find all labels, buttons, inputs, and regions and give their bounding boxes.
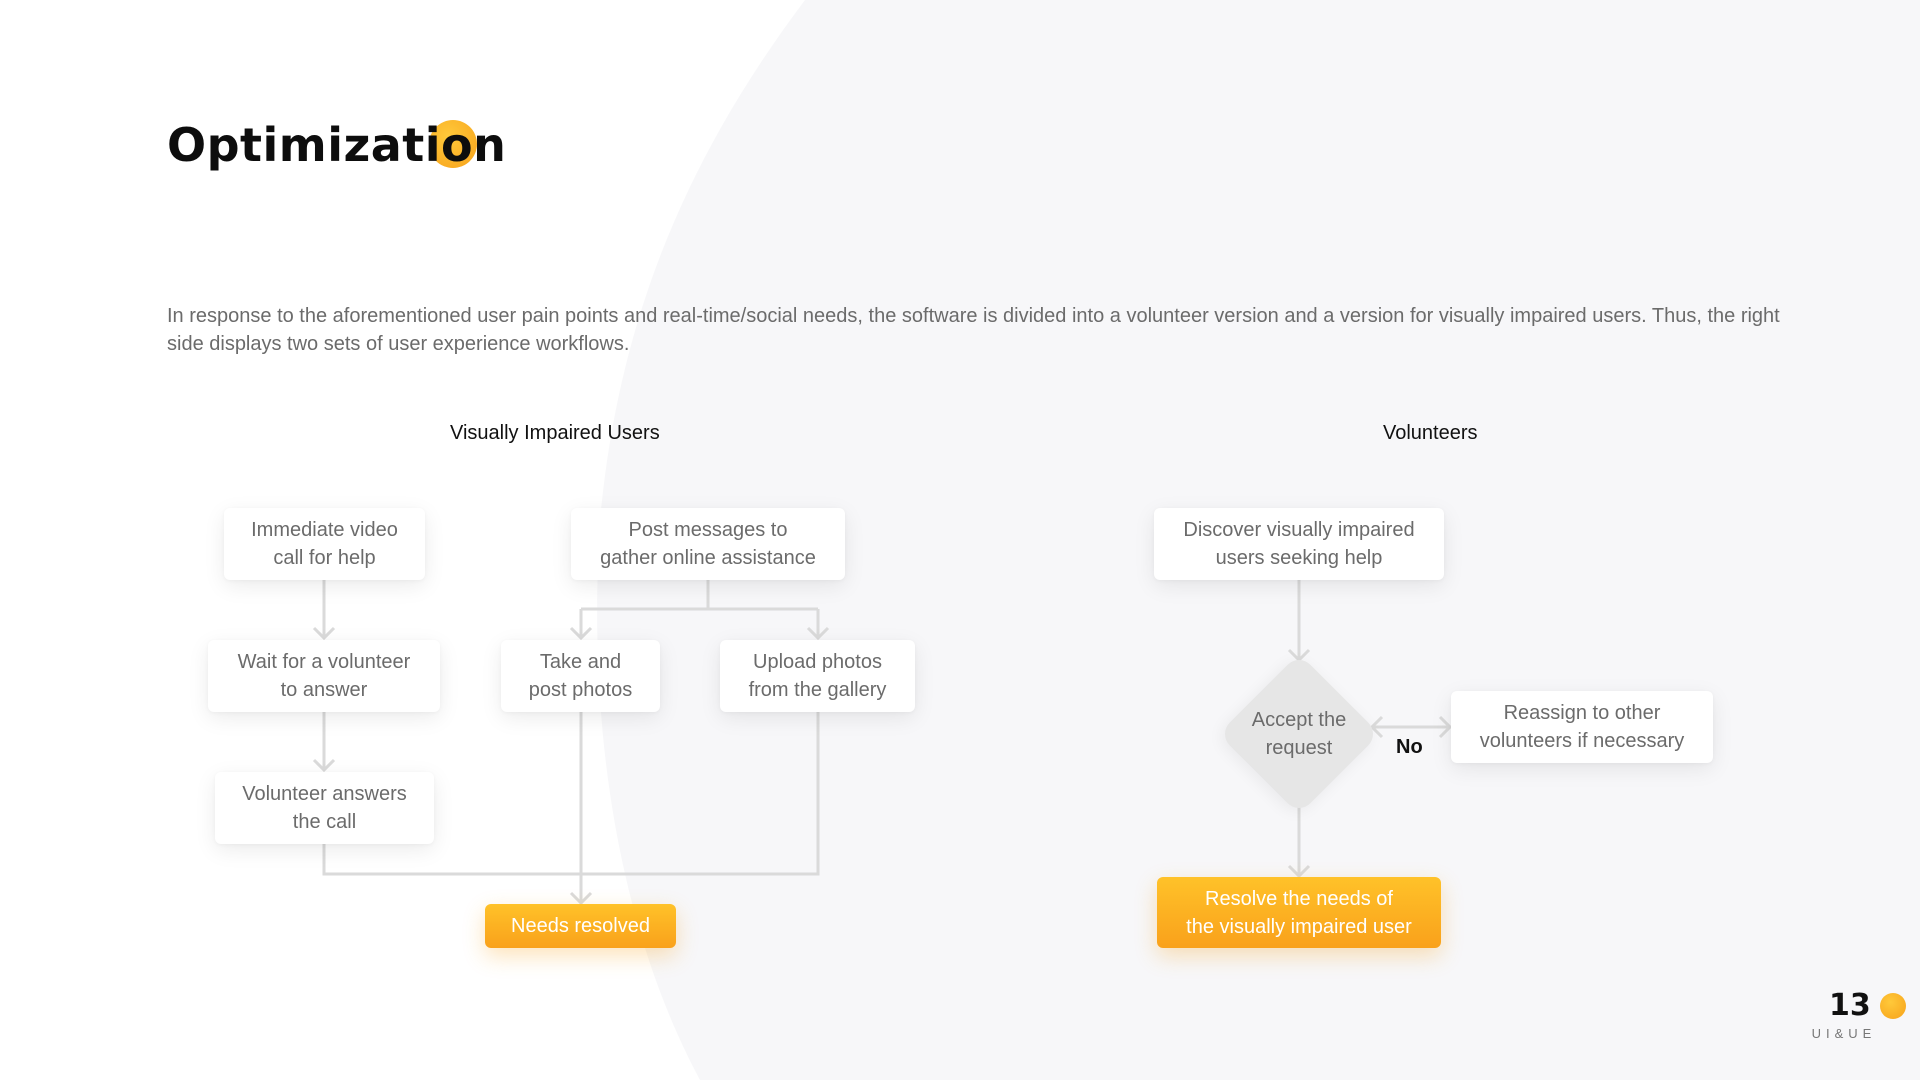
node-post-messages: Post messages to gather online assistanc… [571, 508, 845, 580]
arrowhead [806, 626, 830, 641]
node-resolve-label: Resolve the needs of the visually impair… [1186, 887, 1412, 938]
arrowhead [1438, 715, 1453, 739]
node-discover-label: Discover visually impaired users seeking… [1183, 519, 1415, 569]
heading-visually-impaired: Visually Impaired Users [450, 422, 660, 444]
node-reassign: Reassign to other volunteers if necessar… [1451, 691, 1713, 763]
node-video-call-label: Immediate video call for help [251, 519, 398, 569]
node-wait-volunteer-label: Wait for a volunteer to answer [237, 651, 411, 701]
page-number-block: 13 UI&UE [1812, 988, 1915, 1050]
decision-no-label: No [1396, 736, 1423, 758]
intro-paragraph: In response to the aforementioned user p… [167, 305, 1780, 355]
connector-post-branch [579, 580, 820, 638]
arrowhead [1287, 864, 1311, 879]
arrowhead [312, 758, 336, 773]
title-accent-dot [429, 120, 477, 168]
page-number-accent-dot [1880, 993, 1906, 1019]
page-title: Optimization [167, 118, 507, 172]
node-upload-photos-label: Upload photos from the gallery [748, 651, 887, 701]
node-wait-volunteer: Wait for a volunteer to answer [208, 640, 440, 712]
page-tag: UI&UE [1811, 1026, 1877, 1041]
node-take-photos-label: Take and post photos [528, 651, 633, 701]
node-needs-resolved: Needs resolved [485, 904, 676, 948]
node-video-call: Immediate video call for help [224, 508, 425, 580]
node-volunteer-answers: Volunteer answers the call [215, 772, 434, 844]
heading-volunteers: Volunteers [1383, 422, 1478, 444]
arrowhead [569, 626, 593, 641]
node-take-photos: Take and post photos [501, 640, 660, 712]
node-discover: Discover visually impaired users seeking… [1154, 508, 1444, 580]
node-reassign-label: Reassign to other volunteers if necessar… [1479, 702, 1685, 752]
node-upload-photos: Upload photos from the gallery [720, 640, 915, 712]
title-block: Optimization [167, 118, 506, 172]
arrowhead [569, 891, 593, 906]
node-volunteer-answers-label: Volunteer answers the call [242, 783, 407, 833]
node-post-messages-label: Post messages to gather online assistanc… [600, 519, 816, 569]
decision-accept-label: Accept the request [1251, 709, 1347, 759]
connector-upload-down [322, 712, 820, 876]
arrowhead [312, 626, 336, 641]
node-resolve: Resolve the needs of the visually impair… [1157, 877, 1441, 948]
page-number: 13 [1829, 988, 1871, 1023]
node-needs-resolved-label: Needs resolved [511, 915, 650, 937]
